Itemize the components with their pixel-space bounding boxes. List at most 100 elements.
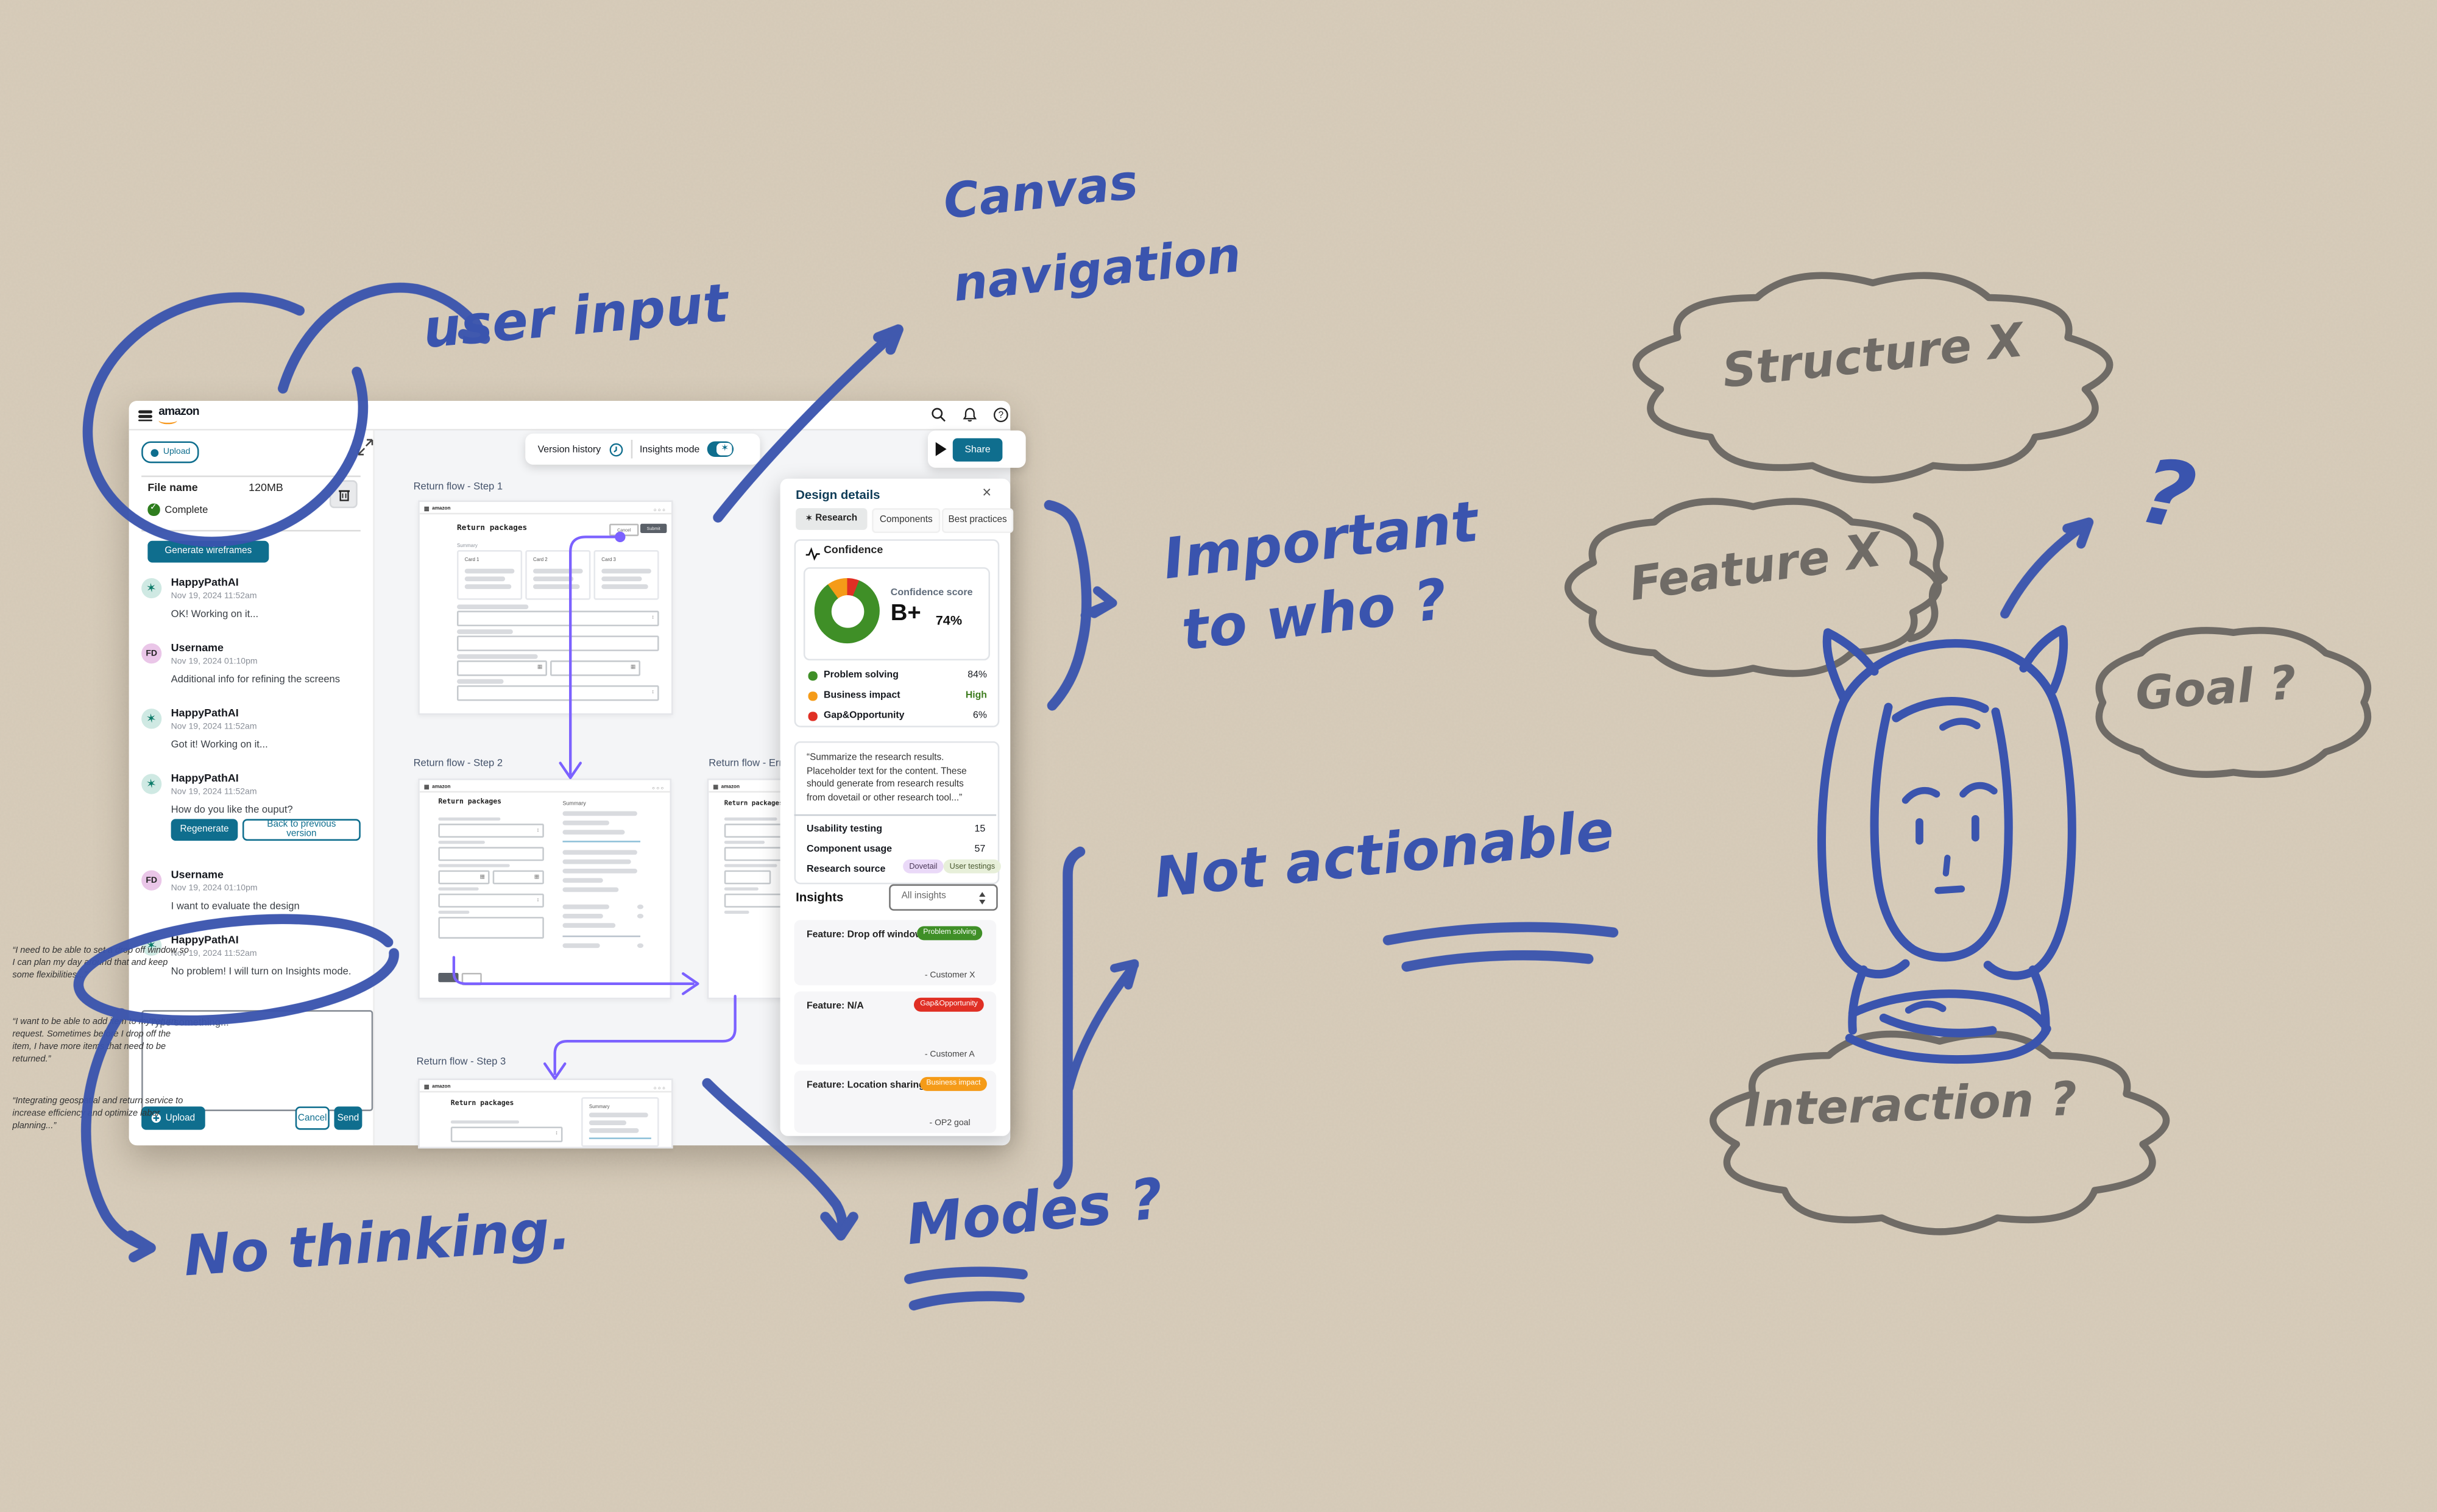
- version-history-button[interactable]: Version history: [537, 443, 601, 455]
- tab-best-practices[interactable]: Best practices: [941, 508, 1014, 533]
- complete-check-icon: ✓: [147, 503, 160, 515]
- message-author: Username: [171, 643, 224, 654]
- collapse-panel-icon[interactable]: [356, 438, 375, 457]
- user-avatar: FD: [141, 870, 162, 891]
- insight-attribution: - OP2 goal: [929, 1118, 971, 1129]
- message-text: OK! Working on it...: [171, 609, 259, 620]
- clock-icon[interactable]: [609, 442, 623, 456]
- wireframe-step-2[interactable]: amazon○○○ Return packages ↕ ▦ ▦ ↕ Summar…: [418, 779, 672, 1000]
- insight-quote: “I need to be able to set a drop off win…: [12, 946, 189, 981]
- pulse-icon: [805, 547, 820, 561]
- generate-wireframes-button[interactable]: Generate wireframes: [147, 540, 269, 563]
- confidence-donut-chart: [814, 578, 880, 644]
- message-time: Nov 19, 2024 01:10pm: [171, 884, 258, 894]
- message-author: HappyPathAI: [171, 935, 239, 947]
- legend-value: 84%: [967, 669, 987, 681]
- insight-badge: Gap&Opportunity: [913, 997, 984, 1012]
- message-time: Nov 19, 2024 11:52am: [171, 788, 257, 797]
- legend-label: Gap&Opportunity: [824, 710, 905, 721]
- insights-mode-toggle[interactable]: ✶: [707, 441, 734, 457]
- insight-feature: Feature: Drop off window: [806, 929, 923, 941]
- confidence-grade: B+: [890, 599, 921, 627]
- legend-dot-green: [808, 671, 817, 680]
- wf-heading: Return packages: [724, 799, 783, 807]
- annotation-goal: Goal ?: [2134, 656, 2299, 722]
- send-button[interactable]: Send: [334, 1106, 363, 1130]
- annotation-interaction: Interaction ?: [1742, 1072, 2078, 1139]
- insight-attribution: - Customer X: [924, 971, 975, 981]
- message-time: Nov 19, 2024 11:52am: [171, 592, 257, 602]
- wireframe-error-state[interactable]: amazon Return packages: [707, 779, 790, 1000]
- share-button[interactable]: Share: [952, 437, 1003, 461]
- message-author: HappyPathAI: [171, 708, 239, 720]
- confidence-score-label: Confidence score: [890, 587, 973, 599]
- user-avatar: FD: [141, 643, 162, 664]
- message-text: I want to evaluate the design: [171, 901, 300, 913]
- message-time: Nov 19, 2024 11:52am: [171, 722, 257, 732]
- insight-feature: Feature: N/A: [806, 1000, 864, 1012]
- back-to-previous-version-button[interactable]: Back to previous version: [242, 819, 361, 841]
- svg-text:?: ?: [999, 410, 1004, 420]
- research-summary-quote: “Summarize the research results. Placeho…: [806, 754, 967, 804]
- message-text: Got it! Working on it...: [171, 740, 268, 751]
- regenerate-button[interactable]: Regenerate: [171, 819, 238, 841]
- message-time: Nov 19, 2024 01:10pm: [171, 657, 258, 667]
- message-text: How do you like the ouput?: [171, 805, 293, 816]
- search-icon[interactable]: [931, 407, 947, 423]
- wf-heading: Return packages: [456, 523, 528, 533]
- wireframe-step-1[interactable]: amazon○○○ Return packages Cancel Submit …: [418, 500, 673, 715]
- chevron-up-icon: [979, 891, 986, 896]
- uploaded-file-chip[interactable]: Upload: [141, 441, 200, 464]
- legend-dot-red: [808, 712, 817, 721]
- wf-heading: Return packages: [438, 799, 502, 807]
- confidence-heading: Confidence: [824, 545, 883, 557]
- cancel-button[interactable]: Cancel: [295, 1106, 330, 1130]
- research-summary-card: [794, 741, 1000, 885]
- message-author: HappyPathAI: [171, 578, 239, 589]
- trash-icon: [338, 490, 349, 501]
- insight-quote: “I want to be able to add item to my ret…: [12, 1017, 176, 1065]
- close-icon[interactable]: ×: [982, 484, 992, 502]
- message-author: Username: [171, 870, 224, 881]
- insights-filter-select[interactable]: All insights: [889, 884, 998, 911]
- ai-avatar: ✶: [141, 708, 162, 729]
- bell-icon[interactable]: [962, 407, 978, 423]
- panel-title: Design details: [796, 488, 880, 502]
- insight-badge: Business impact: [920, 1076, 987, 1091]
- file-status: Complete: [164, 505, 208, 516]
- tab-research[interactable]: ✶ Research: [796, 508, 868, 530]
- insights-mode-label: Insights mode: [639, 443, 700, 455]
- legend-value: 6%: [973, 710, 987, 721]
- legend-value: High: [965, 690, 987, 701]
- amazon-logo: amazon: [158, 405, 200, 425]
- legend-label: Problem solving: [824, 669, 899, 681]
- insight-attribution: - Customer A: [924, 1050, 975, 1060]
- sparkle-icon: ✶: [805, 514, 813, 524]
- file-name: File name: [147, 483, 198, 495]
- stat-label: Component usage: [806, 844, 893, 855]
- frame-label: Return flow - Error st: [709, 758, 802, 769]
- wf-heading: Return packages: [450, 1100, 514, 1108]
- message-text: Additional info for refining the screens: [171, 674, 341, 685]
- delete-file-button[interactable]: [329, 480, 358, 509]
- insights-heading: Insights: [796, 890, 844, 905]
- message-text: No problem! I will turn on Insights mode…: [171, 966, 352, 978]
- source-badge-user-testings: User testings: [943, 859, 1002, 874]
- wf-cancel-button: Cancel: [609, 523, 639, 537]
- play-icon[interactable]: [934, 441, 947, 457]
- legend-label: Business impact: [824, 690, 900, 701]
- help-icon[interactable]: ?: [993, 407, 1009, 423]
- source-badge-dovetail: Dovetail: [903, 859, 944, 874]
- insight-quote: “Integrating geospatial and return servi…: [12, 1097, 183, 1132]
- stat-label: Usability testing: [806, 824, 883, 835]
- stat-value: 57: [974, 844, 986, 855]
- hamburger-menu-icon[interactable]: [138, 409, 152, 424]
- tab-components[interactable]: Components: [872, 508, 941, 533]
- upload-button-label: Upload: [165, 1113, 196, 1123]
- message-author: HappyPathAI: [171, 774, 239, 785]
- legend-dot-orange: [808, 691, 817, 701]
- wireframe-step-3[interactable]: amazon○○○ Return packages ↕ Summary: [418, 1078, 673, 1149]
- research-source-label: Research source: [806, 864, 886, 875]
- ai-avatar: ✶: [141, 578, 162, 599]
